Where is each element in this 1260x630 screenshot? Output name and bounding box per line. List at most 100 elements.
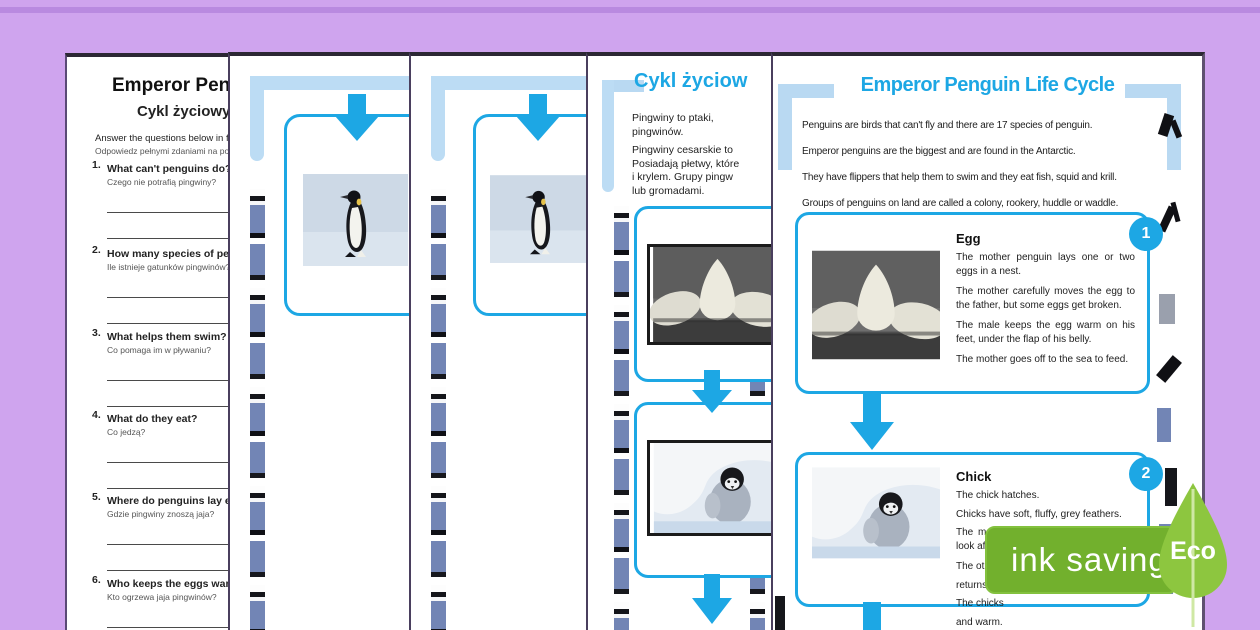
down-arrow-icon xyxy=(516,94,560,141)
border-mark xyxy=(1159,294,1175,324)
polish-paragraph-line: Posiadają płetwy, które xyxy=(632,158,740,170)
card-paragraph: The mother penguin lays one or two eggs … xyxy=(956,252,1135,277)
question-text-en: How many species of pengui xyxy=(107,248,252,260)
card-paragraph-fragment: The other xyxy=(956,561,999,572)
top-divider xyxy=(0,7,1260,13)
life-cycle-card-page xyxy=(228,52,550,630)
down-arrow-icon xyxy=(692,574,732,624)
down-arrow-icon xyxy=(850,392,894,450)
question-text-en: What helps them swim? xyxy=(107,331,227,343)
polish-paragraph-line: pingwinów. xyxy=(632,126,684,138)
question-number: 5. xyxy=(92,491,101,503)
card-heading: Egg xyxy=(956,231,981,246)
worksheet-subtitle: Cykl życiowy xyxy=(137,103,231,120)
penguin-chick-photo xyxy=(647,440,788,536)
card-heading: Chick xyxy=(956,469,992,484)
answer-line xyxy=(107,272,282,298)
card-paragraph-fragment: The chicks xyxy=(956,598,1004,609)
question-text-en: Who keeps the eggs warm? xyxy=(107,578,246,590)
question-text-en: What do they eat? xyxy=(107,413,198,425)
answer-line xyxy=(107,381,282,407)
card-paragraph: The mother goes off to the sea to feed. xyxy=(956,354,1129,365)
question-text-en: Where do penguins lay eggs? xyxy=(107,495,256,507)
corner-bracket xyxy=(778,84,792,170)
life-cycle-card-page xyxy=(409,52,731,630)
border-mark xyxy=(1170,201,1181,223)
question-number: 3. xyxy=(92,327,101,339)
answer-line xyxy=(107,519,282,545)
question-number: 1. xyxy=(92,159,101,171)
card-paragraph: Chicks have soft, fluffy, grey feathers. xyxy=(956,508,1122,520)
answer-line xyxy=(107,298,282,324)
worksheet-page: Emperor Pen Cykl życiowy Answer the ques… xyxy=(65,53,282,630)
question-number: 4. xyxy=(92,409,101,421)
penguin-border-strip xyxy=(614,206,629,630)
penguin-chick-photo xyxy=(812,467,940,559)
question-text-pl: Kto ogrzewa jaja pingwinów? xyxy=(107,592,217,602)
penguin-border-strip xyxy=(431,189,446,630)
step-number-badge: 1 xyxy=(1129,217,1163,251)
down-arrow-icon xyxy=(692,370,732,413)
worksheet-instruction-en: Answer the questions below in fu xyxy=(95,133,234,144)
answer-line xyxy=(107,213,282,239)
page-border-band xyxy=(602,80,614,192)
step-number-badge: 2 xyxy=(1129,457,1163,491)
down-arrow-icon xyxy=(850,602,894,630)
adult-penguin-photo xyxy=(303,174,408,266)
polish-paragraph-line: i krylem. Grupy pingw xyxy=(632,171,733,183)
egg-card-text: Egg The mother penguin lays one or two e… xyxy=(956,231,1135,374)
answer-line xyxy=(107,463,282,489)
question-number: 6. xyxy=(92,574,101,586)
eco-leaf-badge: Eco xyxy=(1158,481,1230,630)
answer-line xyxy=(107,545,282,571)
border-mark xyxy=(775,596,785,630)
question-block-1: 1. What can't penguins do? Czego nie potr… xyxy=(92,159,302,239)
border-mark xyxy=(1156,355,1182,383)
intro-line: Groups of penguins on land are called a … xyxy=(802,198,1119,209)
corner-bracket xyxy=(778,84,834,98)
eco-leaf-icon xyxy=(1159,483,1227,627)
answer-line xyxy=(107,602,282,628)
card-paragraph-fragment: and warm. xyxy=(956,616,1003,628)
down-arrow-icon xyxy=(335,94,379,141)
intro-line: They have flippers that help them to swi… xyxy=(802,172,1117,183)
question-text-pl: Czego nie potrafią pingwiny? xyxy=(107,177,217,187)
border-mark xyxy=(1165,468,1177,506)
card-paragraph: The mother carefully moves the egg to th… xyxy=(956,286,1135,311)
penguin-border-strip xyxy=(250,189,265,630)
worksheet-instruction-pl: Odpowiedz pełnymi zdaniami na po xyxy=(95,146,230,156)
page-title: Emperor Penguin Life Cycle xyxy=(860,74,1115,96)
adult-penguin-photo xyxy=(490,174,590,264)
card-paragraph: The chick hatches. xyxy=(956,490,1040,501)
border-mark xyxy=(1157,408,1171,442)
polish-paragraph-line: Pingwiny cesarskie to xyxy=(632,144,733,156)
question-text-pl: Co jedzą? xyxy=(107,427,146,437)
question-block-4: 4. What do they eat? Co jedzą? xyxy=(92,409,302,489)
question-block-5: 5. Where do penguins lay eggs? Gdzie ping… xyxy=(92,491,302,571)
question-text-en: What can't penguins do? xyxy=(107,163,232,175)
worksheet-title: Emperor Pen xyxy=(112,75,231,96)
card-paragraph-fragment: returns to xyxy=(956,579,999,591)
penguin-eggs-photo xyxy=(812,245,940,365)
eco-label: Eco xyxy=(1170,537,1216,565)
question-block-6: 6. Who keeps the eggs warm? Kto ogrzewa j… xyxy=(92,574,302,630)
card-paragraph: The male keeps the egg warm on his feet,… xyxy=(956,320,1135,345)
question-block-2: 2.How many species of pengui Ile istniej… xyxy=(92,244,302,324)
polish-life-cycle-page: Cykl życiow Pingwiny to ptaki, pingwinów… xyxy=(586,52,854,630)
penguin-eggs-photo xyxy=(647,244,788,345)
answer-line xyxy=(107,187,282,213)
polish-page-title: Cykl życiow xyxy=(634,70,748,92)
page-border-band xyxy=(431,76,445,161)
polish-paragraph-line: lub gromadami. xyxy=(632,185,705,197)
polish-paragraph-line: Pingwiny to ptaki, xyxy=(632,112,714,124)
question-text-pl: Gdzie pingwiny znoszą jaja? xyxy=(107,509,215,519)
ink-saving-badge: ink saving xyxy=(985,526,1178,594)
ink-saving-label: ink saving xyxy=(1011,541,1168,578)
question-number: 2. xyxy=(92,244,101,256)
question-text-pl: Co pomaga im w pływaniu? xyxy=(107,345,211,355)
answer-line xyxy=(107,355,282,381)
egg-card: 1 Egg The mother penguin lays one or two… xyxy=(795,212,1163,394)
intro-line: Penguins are birds that can't fly and th… xyxy=(802,120,1093,131)
question-block-3: 3. What helps them swim? Co pomaga im w p… xyxy=(92,327,302,407)
